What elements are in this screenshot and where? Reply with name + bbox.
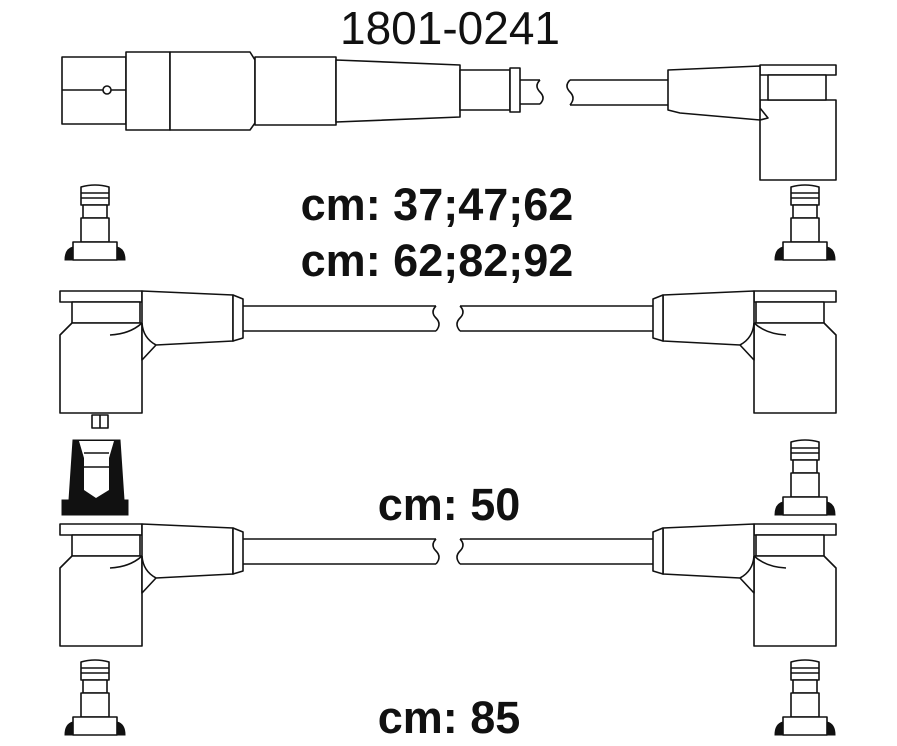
spark-plug-terminal	[64, 659, 126, 736]
spark-plug-terminal	[64, 184, 126, 261]
part-number-title: 1801-0241	[340, 2, 560, 54]
black-spark-plug-terminal	[61, 439, 129, 516]
length-label: cm: 37;47;62	[301, 179, 574, 230]
spark-plug-terminal	[774, 439, 836, 516]
spark-plug-terminal	[774, 184, 836, 261]
length-label: cm: 62;82;92	[301, 235, 574, 286]
spark-plug-terminal	[774, 659, 836, 736]
straight-coil-connector	[61, 51, 544, 131]
length-label: cm: 50	[378, 479, 521, 530]
angled-cable-row-2	[59, 290, 837, 429]
length-label: cm: 85	[378, 692, 521, 743]
cable-row-1-right	[566, 64, 837, 181]
angled-cable-row-3	[59, 523, 837, 647]
